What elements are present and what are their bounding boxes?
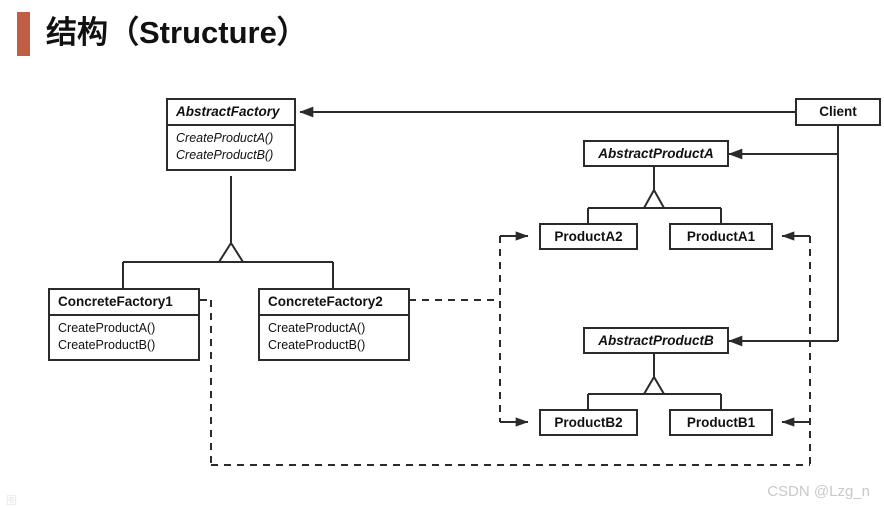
class-box-abstract-factory[interactable]: AbstractFactory CreateProductA() CreateP… [166, 98, 296, 171]
class-box-product-b1[interactable]: ProductB1 [669, 409, 773, 436]
member-createproductb: CreateProductB() [176, 148, 274, 162]
class-name-client: Client [819, 104, 857, 119]
class-name-concrete-factory-2: ConcreteFactory2 [260, 290, 408, 316]
class-name-concrete-factory-1: ConcreteFactory1 [50, 290, 198, 316]
class-box-abstract-product-a[interactable]: AbstractProductA [583, 140, 729, 167]
class-name-product-a2: ProductA2 [554, 229, 623, 244]
class-box-abstract-product-b[interactable]: AbstractProductB [583, 327, 729, 354]
class-box-product-a1[interactable]: ProductA1 [669, 223, 773, 250]
generalization-product-a [587, 166, 722, 224]
member-createproductb: CreateProductB() [58, 338, 156, 352]
class-members-abstract-factory: CreateProductA() CreateProductB() [168, 126, 294, 169]
class-name-product-a1: ProductA1 [686, 229, 756, 244]
class-name-product-b2: ProductB2 [554, 415, 623, 430]
class-name-product-b1: ProductB1 [686, 415, 756, 430]
class-name-abstract-product-b: AbstractProductB [598, 333, 714, 348]
title-accent-bar [17, 12, 30, 56]
dependency-factory1-products [200, 236, 811, 466]
class-name-abstract-product-a: AbstractProductA [598, 146, 714, 161]
class-box-product-a2[interactable]: ProductA2 [539, 223, 638, 250]
corner-artifact: 图 [6, 495, 17, 507]
watermark: CSDN @Lzg_n [767, 483, 870, 500]
class-members-concrete-factory-1: CreateProductA() CreateProductB() [50, 316, 198, 359]
dependency-factory2-products [409, 236, 501, 422]
generalization-product-b [587, 353, 722, 410]
class-box-product-b2[interactable]: ProductB2 [539, 409, 638, 436]
class-box-concrete-factory-1[interactable]: ConcreteFactory1 CreateProductA() Create… [48, 288, 200, 361]
member-createproducta: CreateProductA() [268, 321, 366, 335]
class-name-abstract-factory: AbstractFactory [168, 100, 294, 126]
member-createproducta: CreateProductA() [176, 131, 274, 145]
class-box-concrete-factory-2[interactable]: ConcreteFactory2 CreateProductA() Create… [258, 288, 410, 361]
class-box-client[interactable]: Client [795, 98, 881, 126]
member-createproductb: CreateProductB() [268, 338, 366, 352]
member-createproducta: CreateProductA() [58, 321, 156, 335]
page-title: 结构（Structure） [46, 15, 308, 50]
class-members-concrete-factory-2: CreateProductA() CreateProductB() [260, 316, 408, 359]
association-client-trunk [728, 126, 839, 347]
generalization-factories [122, 176, 334, 288]
